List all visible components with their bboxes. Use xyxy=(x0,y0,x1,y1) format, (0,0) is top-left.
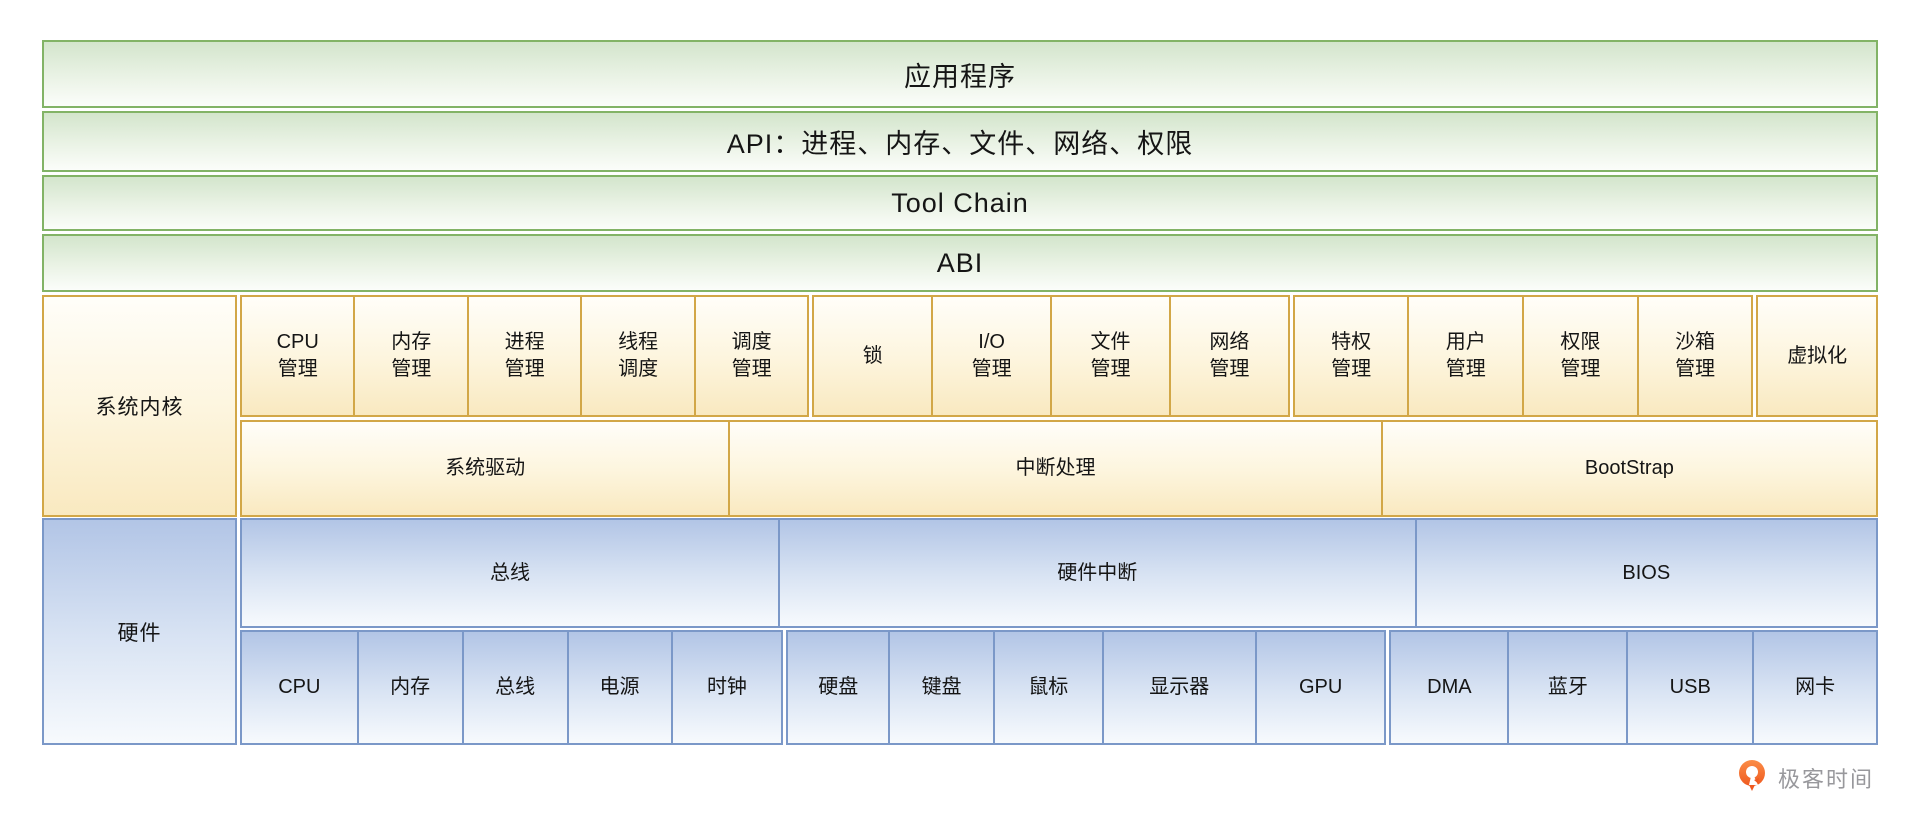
hardware-cell-bus-channel: 总线 xyxy=(490,561,531,584)
hardware-cell-bluetooth: 蓝牙 xyxy=(1507,632,1626,743)
kernel-cell-sandbox-mgmt: 沙箱 管理 xyxy=(1636,297,1752,415)
layer-toolchain: Tool Chain xyxy=(42,175,1878,231)
hardware-cell-cpu: CPU xyxy=(278,676,321,698)
layer-application-label: 应用程序 xyxy=(904,61,1016,92)
hardware-cell-power: 电源 xyxy=(566,632,671,743)
kernel-main: CPU 管理 内存 管理 进程 管理 线程 调度 调度 管理 锁 I/O 管理 … xyxy=(240,295,1878,517)
hardware-channel-row: 总线 硬件中断 BIOS xyxy=(240,518,1878,628)
hardware-cell-bios: BIOS xyxy=(1414,520,1876,626)
kernel-cell-user-mgmt: 用户 管理 xyxy=(1407,297,1522,415)
hardware-group-io-devices: DMA 蓝牙 USB 网卡 xyxy=(1389,630,1879,745)
kernel-group-virtualization: 虚拟化 xyxy=(1756,295,1878,417)
layer-application: 应用程序 xyxy=(42,40,1878,108)
kernel-cell-virtualization: 虚拟化 xyxy=(1787,344,1848,367)
hardware-cell-gpu: GPU xyxy=(1254,632,1385,743)
kernel-group-io: 锁 I/O 管理 文件 管理 网络 管理 xyxy=(812,295,1290,417)
kernel-title: 系统内核 xyxy=(95,396,184,419)
kernel-cell-perm-mgmt: 权限 管理 xyxy=(1522,297,1637,415)
kernel-cell-priv-mgmt: 特权 管理 xyxy=(1331,331,1372,380)
geektime-brand: 极客时间 xyxy=(1736,758,1874,798)
kernel-cell-interrupt: 中断处理 xyxy=(728,422,1380,515)
kernel-cell-net-mgmt: 网络 管理 xyxy=(1168,297,1288,415)
kernel-base-group: 系统驱动 中断处理 BootStrap xyxy=(240,420,1878,517)
kernel-base-row: 系统驱动 中断处理 BootStrap xyxy=(240,420,1878,517)
kernel-cell-sched-mgmt: 调度 管理 xyxy=(693,297,807,415)
hardware-cell-nic: 网卡 xyxy=(1752,632,1876,743)
hardware-cell-mouse: 鼠标 xyxy=(992,632,1102,743)
layer-abi: ABI xyxy=(42,234,1878,292)
hardware-group-core: CPU 内存 总线 电源 时钟 xyxy=(240,630,784,745)
hardware-cell-clock: 时钟 xyxy=(670,632,782,743)
kernel-cell-driver: 系统驱动 xyxy=(445,457,526,479)
kernel-cell-proc-mgmt: 进程 管理 xyxy=(466,297,580,415)
kernel-cell-lock: 锁 xyxy=(862,344,883,367)
kernel-cell-mem-mgmt: 内存 管理 xyxy=(353,297,466,415)
kernel-cell-file-mgmt: 文件 管理 xyxy=(1050,297,1169,415)
hardware-cell-display: 显示器 xyxy=(1101,632,1255,743)
kernel-cell-thread-sched: 线程 调度 xyxy=(580,297,693,415)
geektime-brand-name: 极客时间 xyxy=(1777,767,1874,792)
hardware-main: 总线 硬件中断 BIOS CPU 内存 总线 电源 时钟 硬盘 键盘 鼠标 显示 xyxy=(240,518,1879,745)
layer-toolchain-label: Tool Chain xyxy=(891,187,1029,218)
kernel-cell-cpu-mgmt: CPU 管理 xyxy=(276,331,319,380)
hardware-section: 硬件 总线 硬件中断 BIOS CPU 内存 总线 电源 时钟 硬盘 xyxy=(42,518,1879,745)
hardware-cell-bus: 总线 xyxy=(461,632,567,743)
hardware-cell-hw-interrupt: 硬件中断 xyxy=(778,520,1415,626)
hardware-group-peripherals: 硬盘 键盘 鼠标 显示器 GPU xyxy=(786,630,1387,745)
layer-api: API：进程、内存、文件、网络、权限 xyxy=(42,111,1878,172)
kernel-section: 系统内核 CPU 管理 内存 管理 进程 管理 线程 调度 调度 管理 锁 I/… xyxy=(42,295,1878,517)
layer-abi-label: ABI xyxy=(936,247,984,278)
os-architecture-diagram: 应用程序 API：进程、内存、文件、网络、权限 Tool Chain ABI 系… xyxy=(42,40,1879,745)
geektime-logo-icon xyxy=(1736,758,1770,798)
kernel-cell-io-mgmt: I/O 管理 xyxy=(931,297,1050,415)
kernel-group-security: 特权 管理 用户 管理 权限 管理 沙箱 管理 xyxy=(1292,295,1754,417)
kernel-modules-row: CPU 管理 内存 管理 进程 管理 线程 调度 调度 管理 锁 I/O 管理 … xyxy=(240,295,1878,417)
hardware-channel-group: 总线 硬件中断 BIOS xyxy=(240,518,1878,628)
kernel-side-label: 系统内核 xyxy=(42,295,237,517)
hardware-cell-keyboard: 键盘 xyxy=(888,632,993,743)
hardware-cell-disk: 硬盘 xyxy=(818,676,859,698)
hardware-title: 硬件 xyxy=(117,621,162,645)
kernel-cell-bootstrap: BootStrap xyxy=(1380,422,1876,515)
kernel-group-scheduling: CPU 管理 内存 管理 进程 管理 线程 调度 调度 管理 xyxy=(240,295,810,417)
hardware-cell-dma: DMA xyxy=(1427,676,1472,698)
hardware-side-label: 硬件 xyxy=(42,518,237,745)
hardware-cell-memory: 内存 xyxy=(356,632,462,743)
hardware-devices-row: CPU 内存 总线 电源 时钟 硬盘 键盘 鼠标 显示器 GPU DMA 蓝牙 … xyxy=(240,630,1879,745)
hardware-cell-usb: USB xyxy=(1626,632,1752,743)
layer-api-label: API：进程、内存、文件、网络、权限 xyxy=(726,129,1194,159)
